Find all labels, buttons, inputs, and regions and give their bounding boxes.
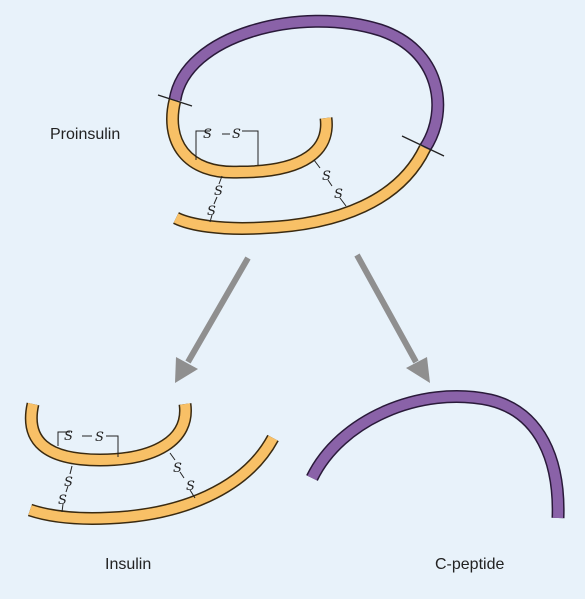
sulfur-label: S	[232, 127, 241, 142]
cleavage-mark-right	[401, 135, 445, 157]
proinsulin-b-chain	[173, 145, 431, 235]
sulfur-label: S	[207, 204, 216, 219]
sulfur-label: S	[214, 184, 223, 199]
sulfur-label: S	[334, 187, 343, 202]
proinsulin-interchain-disulfide-left	[209, 175, 223, 223]
insulin-interchain-disulfide-right	[169, 452, 196, 499]
sulfur-label: S	[186, 479, 195, 494]
sulfur-label: S	[95, 430, 104, 445]
proinsulin-molecule: S S S S S S	[157, 14, 445, 235]
sulfur-label: S	[173, 461, 182, 476]
insulin-b-chain	[27, 434, 279, 525]
c-peptide-label: C-peptide	[435, 556, 505, 573]
proinsulin-c-peptide-loop	[168, 14, 445, 152]
arrow-to-c-peptide	[354, 253, 430, 383]
proinsulin-interchain-disulfide-right	[313, 159, 347, 207]
proinsulin-intrachain-disulfide	[195, 130, 259, 165]
sulfur-label: S	[64, 475, 73, 490]
proinsulin-label: Proinsulin	[50, 126, 121, 143]
insulin-molecule: S S S S S S	[24, 402, 279, 525]
insulin-a-chain	[24, 402, 192, 467]
sulfur-label: S	[64, 429, 73, 444]
proinsulin-a-chain	[166, 98, 333, 179]
c-peptide-molecule	[306, 390, 565, 519]
sulfur-label: S	[58, 493, 67, 508]
insulin-intrachain-disulfide	[57, 431, 119, 457]
sulfur-label: S	[203, 127, 212, 142]
cleavage-mark-left	[157, 94, 193, 107]
sulfur-label: S	[322, 169, 331, 184]
arrow-to-insulin	[175, 256, 251, 383]
insulin-interchain-disulfide-left	[61, 465, 73, 513]
insulin-label: Insulin	[105, 556, 152, 573]
